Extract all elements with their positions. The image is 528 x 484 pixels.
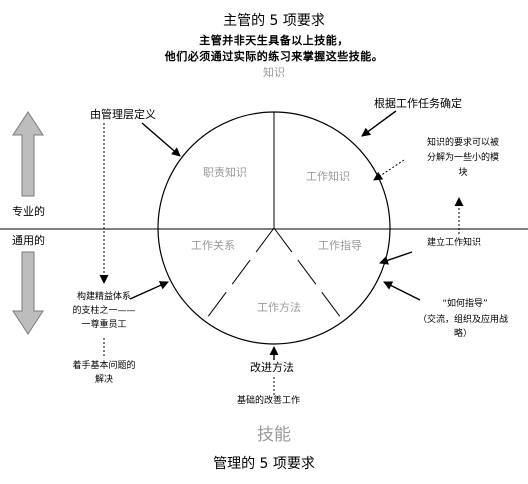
subtitle-line-2: 他们必须通过实际的练习来掌握这些技能。: [164, 50, 384, 63]
note-improve-method: 改进方法: [250, 361, 294, 374]
specialist-general-double-arrow: [12, 111, 44, 335]
note-how-to-instruct-detail-2: 略）: [453, 329, 472, 339]
segment-work-relations: 工作关系: [191, 239, 235, 252]
arrow-determined-by-task: [361, 110, 397, 137]
general-label: 通用的: [12, 234, 45, 247]
skills-label: 技能: [257, 425, 291, 445]
segment-work-knowledge: 工作知识: [306, 170, 350, 183]
note-how-to-instruct-title: “如何指导”: [442, 299, 488, 309]
note-build-team-3: 一尊重员工: [81, 320, 127, 330]
footer-caption: 管理的 5 项要求: [213, 456, 315, 472]
arrow-instruct-to-circle: [379, 251, 413, 265]
note-basic-improvement: 基础的改善工作: [237, 396, 301, 406]
note-defined-by-management: 由管理层定义: [90, 108, 156, 121]
note-knowledge-requirement-1: 知识的要求可以被: [426, 138, 499, 148]
note-how-to-instruct-detail-1: （交流，组织及应用战: [417, 315, 508, 325]
note-build-team-2: 的支柱之一——: [72, 306, 136, 316]
note-build-work-knowledge: 建立工作知识: [427, 238, 482, 248]
note-knowledge-requirement-3: 块: [458, 168, 468, 178]
arrow-build-team-to-relations: [129, 281, 169, 300]
specialist-label: 专业的: [12, 205, 45, 218]
arrow-how-to-instruct: [383, 281, 421, 301]
knowledge-label: 知识: [263, 66, 285, 79]
lower-right-divider: [273, 227, 342, 319]
note-build-team-1: 构建精益体系: [76, 292, 131, 302]
note-determined-by-task: 根据工作任务确定: [374, 97, 462, 110]
subtitle-line-1: 主管并非天生具备以上技能，: [199, 34, 349, 47]
segment-work-instruction: 工作指导: [318, 239, 362, 252]
segment-work-method: 工作方法: [257, 301, 301, 314]
segment-job-responsibility: 职责知识: [203, 166, 247, 179]
note-knowledge-requirement-2: 分解为一些小的模: [426, 153, 499, 163]
note-solve-problems-1: 着手基本问题的: [72, 361, 136, 371]
lower-left-divider: [206, 227, 275, 319]
arrow-defined-by-management: [141, 122, 181, 157]
note-solve-problems-2: 解决: [94, 375, 113, 385]
diagram-title: 主管的 5 项要求: [223, 13, 325, 29]
